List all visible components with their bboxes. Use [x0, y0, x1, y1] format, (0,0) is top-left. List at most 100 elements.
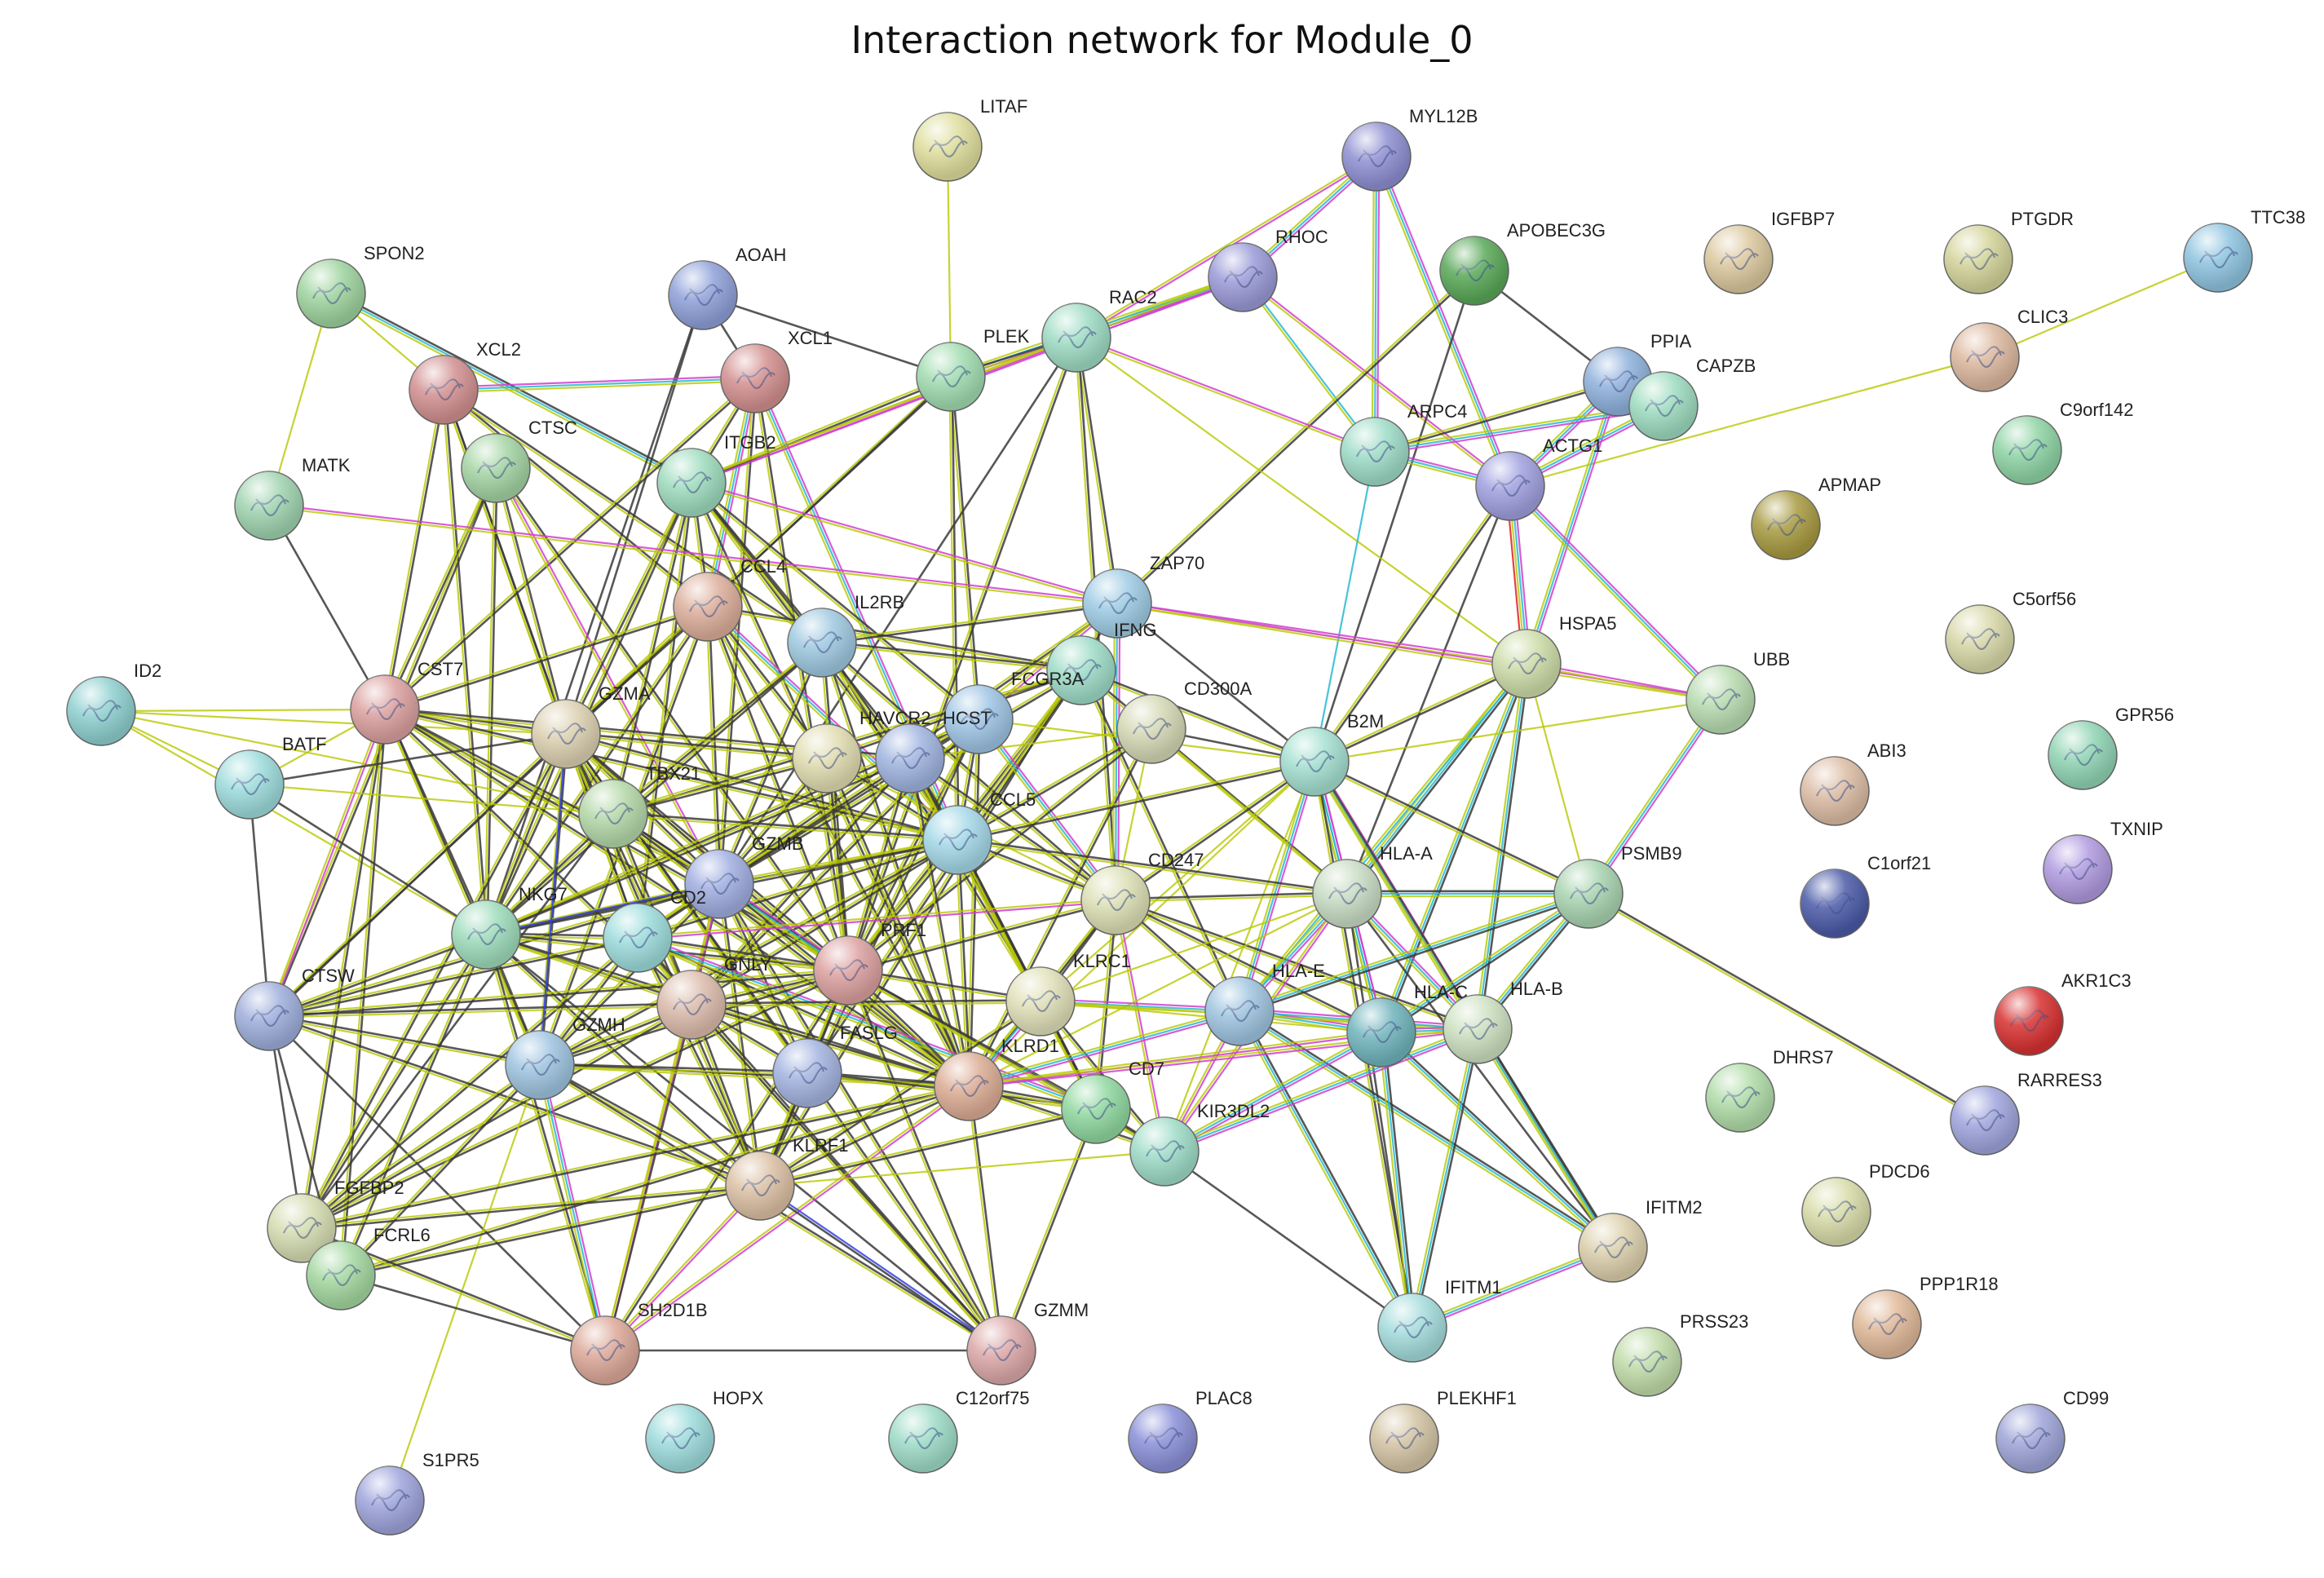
node-il2rb[interactable]: IL2RB: [787, 592, 904, 678]
node-akr1c3[interactable]: AKR1C3: [1994, 970, 2132, 1056]
edge-line-experiments: [269, 503, 1118, 603]
edge-line-textmining: [1312, 484, 1510, 762]
node-label: CD99: [2063, 1388, 2109, 1408]
node-fcrl6[interactable]: FCRL6: [306, 1225, 431, 1311]
node-psmb9[interactable]: PSMB9: [1553, 843, 1682, 929]
edge-CD247-HLA-C: [1114, 898, 1383, 1035]
node-highlight: [793, 724, 861, 793]
node-ccl5[interactable]: CCL5: [922, 789, 1036, 875]
node-klrf1[interactable]: KLRF1: [725, 1135, 848, 1221]
node-ubb[interactable]: UBB: [1686, 649, 1790, 735]
node-ccl4[interactable]: CCL4: [673, 556, 786, 642]
node-prss23[interactable]: PRSS23: [1612, 1311, 1748, 1397]
node-fgfbp2[interactable]: FGFBP2: [267, 1178, 404, 1263]
node-cd300a[interactable]: CD300A: [1116, 678, 1252, 764]
node-rarres3[interactable]: RARRES3: [1950, 1070, 2102, 1156]
node-clic3[interactable]: CLIC3: [1950, 307, 2068, 392]
edge-line-coexpression: [1478, 1027, 1616, 1247]
node-ifng[interactable]: IFNG: [1046, 620, 1157, 705]
node-id2[interactable]: ID2: [66, 661, 161, 746]
node-tbx21[interactable]: TBX21: [578, 763, 700, 849]
node-cd2[interactable]: CD2: [603, 887, 706, 973]
node-apobec3g[interactable]: APOBEC3G: [1439, 220, 1606, 306]
node-hspa5[interactable]: HSPA5: [1491, 613, 1617, 699]
node-nkg7[interactable]: NKG7: [451, 884, 568, 970]
node-xcl1[interactable]: XCL1: [720, 328, 833, 413]
node-cd7[interactable]: CD7: [1061, 1059, 1164, 1144]
node-hla-a[interactable]: HLA-A: [1312, 843, 1433, 929]
node-ptgdr[interactable]: PTGDR: [1943, 209, 2074, 294]
node-klrd1[interactable]: KLRD1: [934, 1036, 1059, 1121]
node-xcl2[interactable]: XCL2: [409, 339, 521, 425]
node-abi3[interactable]: ABI3: [1800, 740, 1906, 826]
node-ifitm1[interactable]: IFITM1: [1377, 1277, 1502, 1363]
node-hopx[interactable]: HOPX: [645, 1388, 764, 1474]
node-batf[interactable]: BATF: [214, 734, 327, 820]
node-igfbp7[interactable]: IGFBP7: [1703, 209, 1835, 294]
node-plac8[interactable]: PLAC8: [1128, 1388, 1253, 1474]
node-hla-e[interactable]: HLA-E: [1204, 961, 1325, 1046]
node-highlight: [1341, 418, 1409, 486]
node-gzmm[interactable]: GZMM: [966, 1300, 1089, 1386]
node-capzb[interactable]: CAPZB: [1628, 356, 1756, 441]
edge-GZMH-FGFBP2: [300, 1063, 541, 1231]
node-dhrs7[interactable]: DHRS7: [1705, 1047, 1834, 1133]
node-spon2[interactable]: SPON2: [296, 243, 425, 329]
node-ppp1r18[interactable]: PPP1R18: [1852, 1274, 1999, 1359]
node-actg1[interactable]: ACTG1: [1475, 435, 1602, 521]
edge-HSPA5-B2M: [1313, 661, 1528, 764]
node-label: RHOC: [1275, 227, 1328, 247]
node-gzmb[interactable]: GZMB: [684, 833, 804, 919]
node-hla-b[interactable]: HLA-B: [1443, 979, 1563, 1064]
node-plekhf1[interactable]: PLEKHF1: [1369, 1388, 1517, 1474]
node-ifitm2[interactable]: IFITM2: [1578, 1197, 1703, 1283]
node-zap70[interactable]: ZAP70: [1082, 553, 1204, 639]
node-ctsc[interactable]: CTSC: [461, 418, 577, 503]
node-gzmh[interactable]: GZMH: [505, 1014, 625, 1100]
node-apmap[interactable]: APMAP: [1751, 475, 1881, 560]
node-c12orf75[interactable]: C12orf75: [888, 1388, 1030, 1474]
node-gnly[interactable]: GNLY: [656, 954, 772, 1040]
node-cd99[interactable]: CD99: [1995, 1388, 2109, 1474]
node-highlight: [917, 343, 985, 411]
edge-line-cooccurrence: [760, 1183, 1003, 1350]
node-kir3dl2[interactable]: KIR3DL2: [1129, 1101, 1270, 1187]
node-pdcd6[interactable]: PDCD6: [1801, 1161, 1930, 1247]
node-gzma[interactable]: GZMA: [531, 683, 651, 769]
node-highlight: [773, 1039, 842, 1107]
node-c5orf56[interactable]: C5orf56: [1945, 589, 2076, 674]
node-arpc4[interactable]: ARPC4: [1340, 401, 1467, 487]
node-gpr56[interactable]: GPR56: [2048, 705, 2174, 790]
node-faslg[interactable]: FASLG: [772, 1023, 898, 1108]
node-label: CTSW: [302, 966, 355, 986]
node-myl12b[interactable]: MYL12B: [1341, 106, 1478, 192]
node-rac2[interactable]: RAC2: [1041, 287, 1157, 373]
node-ctsw[interactable]: CTSW: [234, 966, 355, 1051]
node-hcst[interactable]: HCST: [875, 708, 992, 793]
edge-CST7-FGFBP2: [299, 709, 387, 1229]
node-itgb2[interactable]: ITGB2: [656, 432, 776, 518]
edge-ITGB2-ZAP70: [691, 480, 1118, 606]
node-label: LITAF: [980, 96, 1027, 117]
node-cst7[interactable]: CST7: [350, 659, 463, 745]
edge-line-coexpression: [758, 1186, 1001, 1353]
node-s1pr5[interactable]: S1PR5: [355, 1450, 479, 1536]
node-aoah[interactable]: AOAH: [668, 245, 786, 330]
node-matk[interactable]: MATK: [234, 455, 351, 541]
node-b2m[interactable]: B2M: [1279, 711, 1384, 797]
node-ttc38[interactable]: TTC38: [2183, 207, 2305, 293]
node-klrc1[interactable]: KLRC1: [1005, 951, 1131, 1037]
edge-HLA-B-KIR3DL2: [1163, 1025, 1479, 1156]
node-txnip[interactable]: TXNIP: [2043, 819, 2163, 904]
node-highlight: [685, 850, 753, 918]
node-plek[interactable]: PLEK: [916, 326, 1030, 412]
node-prf1[interactable]: PRF1: [813, 920, 926, 1006]
node-rhoc[interactable]: RHOC: [1208, 227, 1328, 312]
node-c9orf142[interactable]: C9orf142: [1992, 400, 2134, 485]
node-hla-c[interactable]: HLA-C: [1346, 982, 1468, 1067]
node-cd247[interactable]: CD247: [1080, 850, 1204, 935]
node-litaf[interactable]: LITAF: [912, 96, 1027, 182]
node-c1orf21[interactable]: C1orf21: [1800, 853, 1931, 939]
node-sh2d1b[interactable]: SH2D1B: [570, 1300, 708, 1386]
node-fcgr3a[interactable]: FCGR3A: [943, 669, 1085, 754]
